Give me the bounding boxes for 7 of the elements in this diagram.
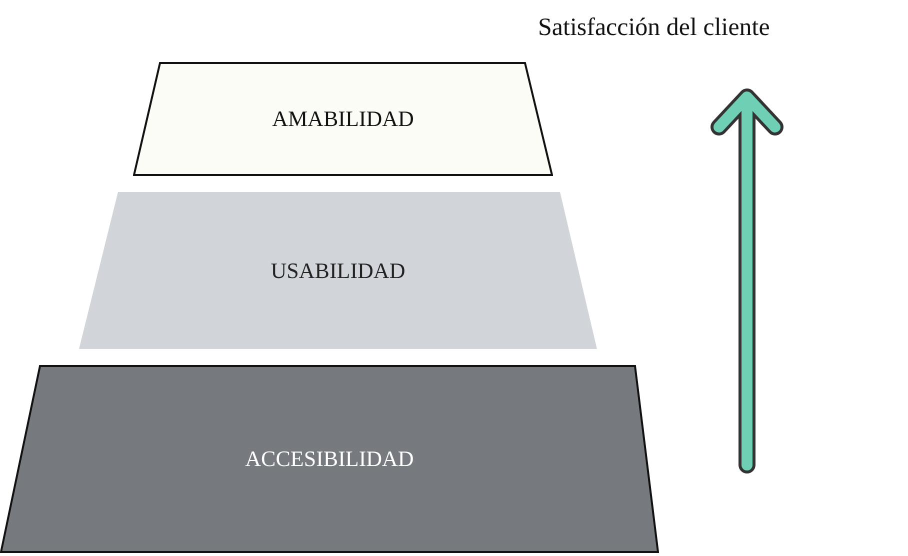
level-label: ACCESIBILIDAD [244, 446, 415, 472]
level-label: USABILIDAD [270, 258, 406, 284]
pyramid-level [0, 365, 659, 553]
level-label: AMABILIDAD [271, 106, 415, 132]
pyramid-level [133, 62, 553, 176]
axis-caption: Satisfacción del cliente [538, 14, 770, 42]
pyramid-level [78, 191, 598, 350]
